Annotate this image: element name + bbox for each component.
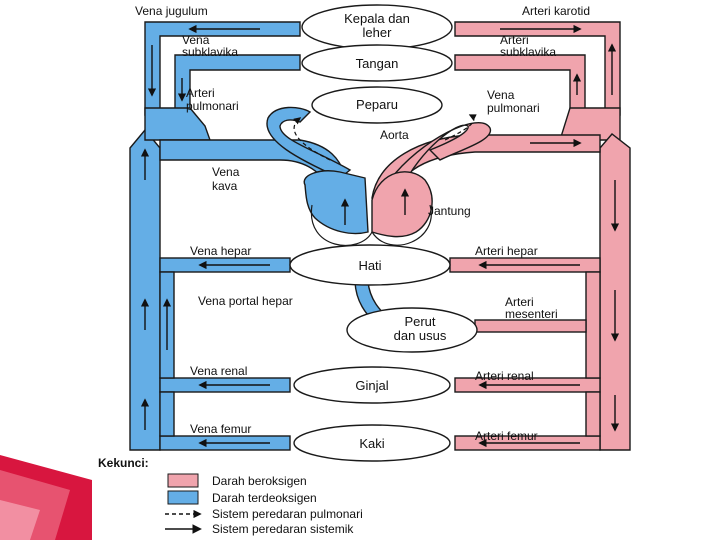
organ-head-label-2: leher <box>363 25 393 40</box>
organ-gut-label-2: dan usus <box>394 328 447 343</box>
label-vena-pulmonari-1: Vena <box>487 88 515 102</box>
legend-deoxygenated: Darah terdeoksigen <box>212 491 317 505</box>
arterial-vessels <box>371 21 631 451</box>
flow-arrows <box>140 24 620 448</box>
legend-pulmonary: Sistem peredaran pulmonari <box>212 507 363 521</box>
label-arteri-subklavika-2: subklavika <box>500 45 556 59</box>
label-arteri-hepar: Arteri hepar <box>475 244 538 258</box>
organ-kidney <box>293 366 451 404</box>
label-arteri-pulmonari-2: pulmonari <box>186 99 239 113</box>
label-arteri-mesenteri-1: Arteri <box>505 295 534 309</box>
label-arteri-karotid: Arteri karotid <box>522 4 590 18</box>
label-arteri-subklavika-1: Arteri <box>500 33 529 47</box>
legend-swatch-deoxygenated <box>167 490 199 505</box>
organs <box>289 4 478 462</box>
slide-corner-decoration <box>0 455 92 540</box>
organ-head-label-1: Kepala dan <box>344 11 410 26</box>
label-vena-kava-2: kava <box>212 179 238 193</box>
organ-arm-label: Tangan <box>356 56 399 71</box>
organ-gut-label-1: Perut <box>404 314 435 329</box>
label-vena-femur: Vena femur <box>190 422 251 436</box>
label-vena-renal: Vena renal <box>190 364 247 378</box>
legend-oxygenated: Darah beroksigen <box>212 474 307 488</box>
pulmonary-dashed-arrows <box>293 114 477 161</box>
label-arteri-pulmonari-1: Arteri <box>186 86 215 100</box>
organ-lungs-label: Peparu <box>356 97 398 112</box>
legend-title: Kekunci: <box>98 456 149 470</box>
label-vena-jugulum: Vena jugulum <box>135 4 208 18</box>
label-aorta: Aorta <box>380 128 409 142</box>
organ-arm <box>301 44 453 82</box>
organ-liver <box>289 244 451 286</box>
organ-kidney-label: Ginjal <box>355 378 388 393</box>
label-arteri-femur: Arteri femur <box>475 429 538 443</box>
legend: Kekunci: Darah beroksigen Darah terdeoks… <box>98 456 363 536</box>
label-vena-hepar: Vena hepar <box>190 244 251 258</box>
label-jantung: Jantung <box>428 204 471 218</box>
organ-liver-label: Hati <box>358 258 381 273</box>
label-vena-pulmonari-2: pulmonari <box>487 101 540 115</box>
label-vena-subklavika-1: Vena <box>182 33 210 47</box>
organ-leg <box>293 424 451 462</box>
heart-outline <box>310 204 432 246</box>
label-vena-subklavika-2: subklavika <box>182 45 238 59</box>
label-arteri-mesenteri-2: mesenteri <box>505 307 558 321</box>
organ-leg-label: Kaki <box>359 436 384 451</box>
legend-swatch-oxygenated <box>167 473 199 488</box>
legend-systemic: Sistem peredaran sistemik <box>212 522 354 536</box>
label-vena-portal-hepar: Vena portal hepar <box>198 294 293 308</box>
label-arteri-renal: Arteri renal <box>475 369 534 383</box>
organ-gut <box>346 307 478 353</box>
label-vena-kava-1: Vena <box>212 165 240 179</box>
organ-lungs <box>311 86 443 124</box>
